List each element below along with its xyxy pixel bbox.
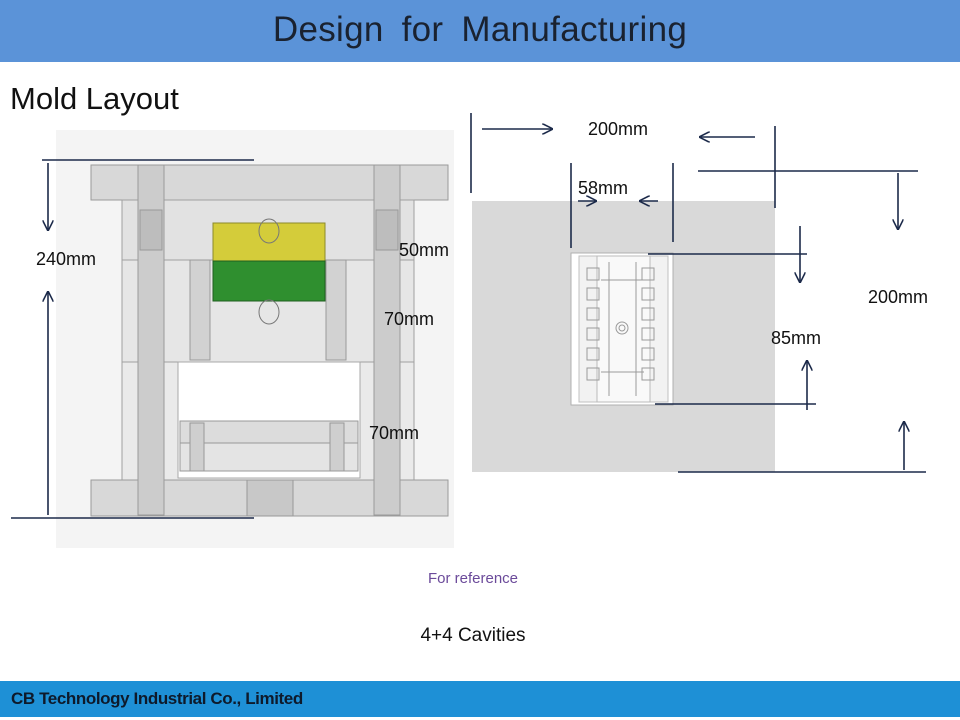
mold-top-view <box>472 201 775 472</box>
dimension-lines-right <box>470 113 926 473</box>
dim-height-cavity-label: 85mm <box>771 328 822 348</box>
dim-plate-a-label: 50mm <box>399 240 450 260</box>
slide-title: Design for Manufacturing <box>272 10 688 49</box>
mold-side-view <box>56 130 454 548</box>
dim-width-outer-label: 200mm <box>588 119 649 139</box>
dim-width-cavity-label: 58mm <box>578 178 629 198</box>
footer-bar <box>0 681 960 717</box>
reference-note: For reference <box>427 570 519 587</box>
dimension-lines-left <box>11 159 254 519</box>
dim-height-outer-label: 200mm <box>868 287 929 307</box>
dim-spacer-label: 70mm <box>369 423 420 443</box>
dim-height-total-label: 240mm <box>36 249 97 269</box>
header-bar <box>0 0 960 62</box>
section-title: Mold Layout <box>10 81 179 116</box>
dim-plate-b-label: 70mm <box>384 309 435 329</box>
company-name: CB Technology Industrial Co., Limited <box>11 689 303 708</box>
cavities-caption: 4+4 Cavities <box>420 625 526 646</box>
